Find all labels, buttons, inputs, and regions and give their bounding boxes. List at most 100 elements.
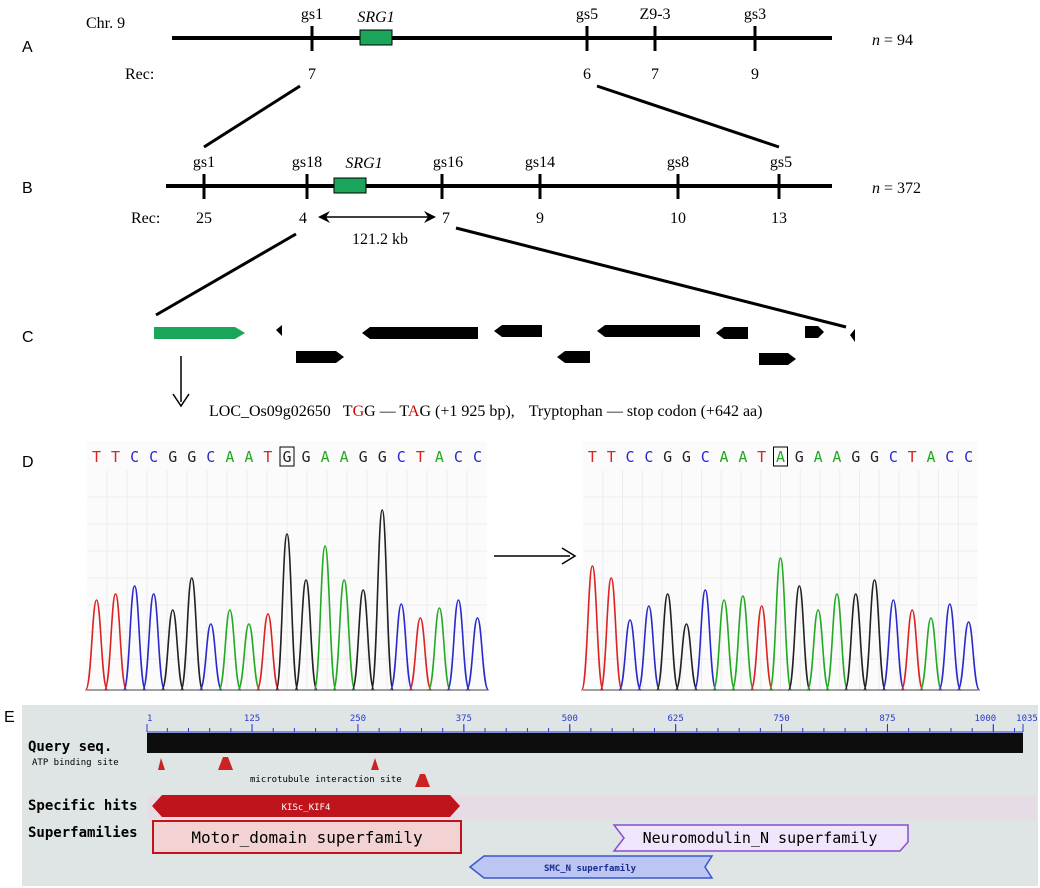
base-call: G bbox=[870, 448, 879, 466]
trace-peak bbox=[881, 599, 906, 691]
ruler-tick-label: 250 bbox=[350, 714, 366, 724]
marker-label-a-gs3: gs3 bbox=[744, 6, 766, 23]
gene-arrow-4 bbox=[494, 325, 542, 337]
chromatogram-right-grid bbox=[583, 470, 978, 690]
ruler-tick-label: 1000 bbox=[975, 714, 997, 724]
panel-label-b: B bbox=[22, 180, 33, 197]
base-call: T bbox=[111, 448, 120, 466]
trace-peak bbox=[674, 623, 699, 691]
base-call: T bbox=[588, 448, 597, 466]
gene-arrow-1 bbox=[276, 325, 282, 336]
base-call: C bbox=[626, 448, 635, 466]
chromatogram-left-traces bbox=[84, 509, 490, 691]
base-call: A bbox=[340, 448, 349, 466]
base-call: T bbox=[263, 448, 272, 466]
trace-peak bbox=[198, 623, 223, 691]
base-call: C bbox=[206, 448, 215, 466]
n-symbol-a: n bbox=[872, 32, 880, 49]
n-value-a: = 94 bbox=[880, 32, 913, 49]
trace-peak bbox=[919, 617, 943, 691]
amino-acid-from: Tryptophan bbox=[529, 403, 603, 420]
trace-peak bbox=[332, 579, 356, 691]
zoom-line-ab-right bbox=[596, 84, 780, 149]
base-call: G bbox=[168, 448, 177, 466]
rec-value-b-gs8: 10 bbox=[670, 210, 686, 227]
base-call: T bbox=[607, 448, 616, 466]
base-call: C bbox=[454, 448, 463, 466]
distance-label: 121.2 kb bbox=[352, 231, 408, 248]
rec-value-a-z9-3: 7 bbox=[651, 66, 659, 83]
base-call: A bbox=[720, 448, 729, 466]
zoom-line-bc-left bbox=[155, 232, 297, 317]
smc-n-superfamily bbox=[468, 855, 714, 879]
trace-peak bbox=[749, 605, 774, 691]
marker-label-a-gs1: gs1 bbox=[301, 6, 323, 23]
gene-arrow-5 bbox=[597, 325, 700, 337]
trace-peak bbox=[313, 545, 337, 691]
trace-peak bbox=[351, 589, 376, 691]
rec-value-b-gs14: 9 bbox=[536, 210, 544, 227]
trace-peak bbox=[844, 593, 868, 691]
trace-peak bbox=[179, 577, 204, 691]
base-call: T bbox=[757, 448, 766, 466]
n-count-b: n = 372 bbox=[872, 180, 921, 197]
marker-label-b-gs5: gs5 bbox=[770, 154, 792, 171]
trace-peak bbox=[956, 621, 981, 691]
neuromodulin-label: Neuromodulin_N superfamily bbox=[643, 829, 878, 847]
ruler-tick-label: 375 bbox=[456, 714, 472, 724]
trace-peak bbox=[122, 585, 147, 691]
gene-arrow-9 bbox=[805, 326, 824, 338]
panel-label-d: D bbox=[22, 454, 34, 471]
distance-arrow-left-head bbox=[318, 211, 330, 223]
trace-peak bbox=[141, 593, 166, 691]
ruler-tick-label: 750 bbox=[773, 714, 789, 724]
trace-peak bbox=[580, 565, 605, 691]
query-sequence-bar bbox=[147, 733, 1023, 753]
ruler-tick-label: 500 bbox=[562, 714, 578, 724]
marker-label-b-gs18: gs18 bbox=[292, 154, 322, 171]
atp-binding-markers bbox=[158, 757, 379, 770]
superfamilies-label: Superfamilies bbox=[28, 825, 138, 841]
ruler-tick-label: 1 bbox=[147, 714, 152, 724]
n-count-a: n = 94 bbox=[872, 32, 913, 49]
kisc-kif4-hit bbox=[152, 795, 460, 817]
base-call: G bbox=[378, 448, 387, 466]
atp-site-3 bbox=[371, 758, 379, 770]
srg1-gene-box-a bbox=[359, 29, 393, 46]
base-call: T bbox=[908, 448, 917, 466]
trace-peak bbox=[768, 557, 793, 691]
base-call: T bbox=[416, 448, 425, 466]
microtubule-site-marker bbox=[415, 774, 430, 787]
gene-arrow-8 bbox=[759, 353, 796, 365]
base-call: A bbox=[738, 448, 747, 466]
trace-peak bbox=[787, 585, 812, 691]
base-call: G bbox=[282, 448, 291, 466]
codon-from-3: G bbox=[364, 403, 376, 420]
trace-peak bbox=[370, 509, 395, 691]
panel-a: A Chr. 9 SRG1 gs1 7 gs5 6 Z9-3 7 gs3 9 R… bbox=[22, 6, 913, 83]
trace-peak bbox=[465, 617, 490, 691]
chromatogram-right-traces bbox=[580, 557, 981, 691]
atp-binding-label: ATP binding site bbox=[32, 758, 119, 768]
trace-peak bbox=[427, 607, 452, 691]
trace-peak bbox=[637, 605, 661, 691]
base-call: G bbox=[851, 448, 860, 466]
rec-value-b-gs1: 25 bbox=[196, 210, 212, 227]
down-arrow-head bbox=[172, 393, 190, 408]
microtubule-site-label: microtubule interaction site bbox=[250, 775, 402, 785]
base-call: A bbox=[832, 448, 841, 466]
base-call: C bbox=[964, 448, 973, 466]
trace-peak bbox=[103, 593, 128, 691]
base-call: A bbox=[225, 448, 234, 466]
base-call: C bbox=[889, 448, 898, 466]
trace-peak bbox=[938, 603, 962, 691]
base-call: C bbox=[130, 448, 139, 466]
trace-peak bbox=[446, 599, 471, 691]
rec-value-b-gs16: 7 bbox=[442, 210, 450, 227]
panel-label-e: E bbox=[4, 709, 15, 726]
